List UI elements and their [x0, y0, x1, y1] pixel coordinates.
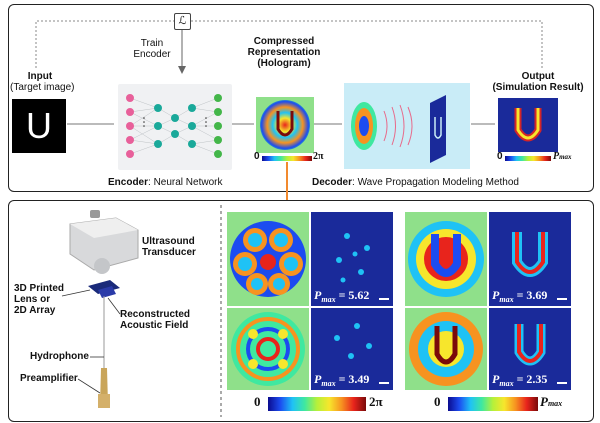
ultrasound-transducer-label: Ultrasound Transducer	[142, 236, 212, 258]
pmax-sub: max	[499, 379, 514, 388]
encoder-label: Encoder	[133, 49, 171, 60]
encoder-caption-rest: : Neural Network	[148, 177, 223, 188]
train-label: Train	[140, 38, 164, 49]
pmax-label-4: Pmax = 2.35	[492, 372, 547, 388]
hologram-tile-3-art	[231, 312, 305, 386]
hologram-line-2: Representation	[247, 47, 321, 58]
pmax-label-1: Pmax = 5.62	[314, 288, 369, 304]
output-colorbar	[505, 156, 551, 161]
lens-line-2: Lens or	[14, 294, 51, 305]
pmax-sub: max	[321, 295, 336, 304]
field-tile-4: Pmax = 2.35	[489, 308, 571, 390]
hologram-tile-2	[405, 212, 487, 306]
pmax-eq: =	[513, 372, 527, 386]
experimental-setup	[69, 210, 139, 408]
ultrasound-line-1: Ultrasound	[142, 236, 195, 247]
encoder-caption: Encoder: Neural Network	[108, 177, 222, 188]
hologram-colorbar	[262, 156, 312, 161]
train-encoder-label: Train Encoder	[122, 38, 182, 60]
hologram-line-3: (Hologram)	[257, 58, 311, 69]
hologram-tile-3	[227, 308, 309, 390]
output-cbar-max-symbol: P	[553, 151, 560, 162]
hologram-line-1: Compressed	[253, 36, 315, 47]
field-tile-3: Pmax = 3.49	[311, 308, 393, 390]
field-tile-4-art	[514, 324, 546, 366]
pmax-label-3: Pmax = 3.49	[314, 372, 369, 388]
field-tile-1: Pmax = 5.62	[311, 212, 393, 306]
phase-colorbar	[268, 397, 366, 411]
pmax-symbol: P	[314, 288, 322, 302]
phase-cbar-min: 0	[254, 394, 261, 409]
input-title-text: Input	[27, 71, 53, 82]
output-title-text: Output	[521, 71, 555, 82]
pmax-sub: max	[321, 379, 336, 388]
hologram-tile-4	[405, 308, 487, 390]
pmax-value-1: 5.62	[348, 288, 370, 302]
pmax-value-4: 2.35	[526, 372, 548, 386]
preamplifier-label: Preamplifier	[20, 373, 78, 384]
feedback-loop	[35, 20, 543, 125]
pmax-symbol: P	[314, 372, 322, 386]
hologram-image	[256, 97, 314, 153]
scale-bar-3	[379, 382, 389, 384]
pmax-value-2: 3.69	[526, 288, 548, 302]
decoder-caption-bold: Decoder	[312, 177, 353, 188]
lens-line-1: 3D Printed	[14, 283, 65, 294]
loss-symbol: ℒ	[178, 15, 187, 27]
pressure-cbar-max-symbol: P	[540, 394, 548, 409]
hologram-tile-2-art	[408, 221, 484, 297]
pressure-cbar-max-sub: max	[547, 399, 563, 408]
encoder-caption-bold: Encoder	[108, 177, 149, 188]
decoder-caption: Decoder: Wave Propagation Modeling Metho…	[312, 177, 519, 188]
reconstructed-line-1: Reconstructed	[120, 309, 191, 320]
pmax-label-2: Pmax = 3.69	[492, 288, 547, 304]
output-cbar-max-sub: max	[559, 153, 572, 161]
decoder-caption-rest: : Wave Propagation Modeling Method	[352, 177, 519, 188]
reconstructed-field-label: Reconstructed Acoustic Field	[120, 309, 210, 331]
output-title: Output (Simulation Result)	[488, 71, 588, 93]
scale-bar-1	[379, 298, 389, 300]
pmax-symbol: P	[492, 288, 500, 302]
output-image	[498, 98, 558, 152]
panel-divider	[220, 205, 222, 417]
wave-propagation-diagram	[344, 83, 470, 169]
input-title: Input (Target image)	[10, 71, 75, 93]
hologram-tile-1	[227, 212, 309, 306]
hologram-cbar-min: 0	[254, 151, 260, 162]
scale-bar-4	[557, 382, 567, 384]
hydrophone-label: Hydrophone	[30, 351, 89, 362]
loss-box: ℒ	[174, 13, 191, 30]
phase-cbar-max: 2π	[369, 394, 383, 409]
neural-network-diagram	[118, 84, 232, 170]
field-tile-3-art	[334, 323, 372, 359]
pmax-eq: =	[335, 288, 349, 302]
target-image: U	[12, 99, 66, 153]
field-tile-1-art	[336, 233, 370, 283]
field-tile-2-art	[512, 232, 548, 277]
pmax-value-3: 3.49	[348, 372, 370, 386]
reconstructed-line-2: Acoustic Field	[120, 320, 189, 331]
ultrasound-line-2: Transducer	[142, 247, 196, 258]
target-glyph: U	[26, 105, 52, 146]
scale-bar-2	[557, 298, 567, 300]
pressure-cbar-max: Pmax	[540, 394, 562, 410]
output-cbar-max: Pmax	[553, 151, 572, 162]
hologram-title: Compressed Representation (Hologram)	[240, 36, 328, 69]
lens-line-3: 2D Array	[14, 305, 56, 316]
output-cbar-min: 0	[497, 151, 503, 162]
lens-label: 3D Printed Lens or 2D Array	[14, 283, 84, 316]
field-tile-2: Pmax = 3.69	[489, 212, 571, 306]
pressure-colorbar	[448, 397, 538, 411]
pmax-symbol: P	[492, 372, 500, 386]
hologram-tile-1-art	[230, 221, 306, 297]
pmax-eq: =	[513, 288, 527, 302]
pmax-sub: max	[499, 295, 514, 304]
pressure-cbar-min: 0	[434, 394, 441, 409]
hologram-cbar-max: 2π	[313, 151, 324, 162]
hologram-tile-4-art	[409, 312, 483, 386]
input-subtitle: (Target image)	[10, 82, 75, 93]
pmax-eq: =	[335, 372, 349, 386]
output-subtitle: (Simulation Result)	[492, 82, 584, 93]
